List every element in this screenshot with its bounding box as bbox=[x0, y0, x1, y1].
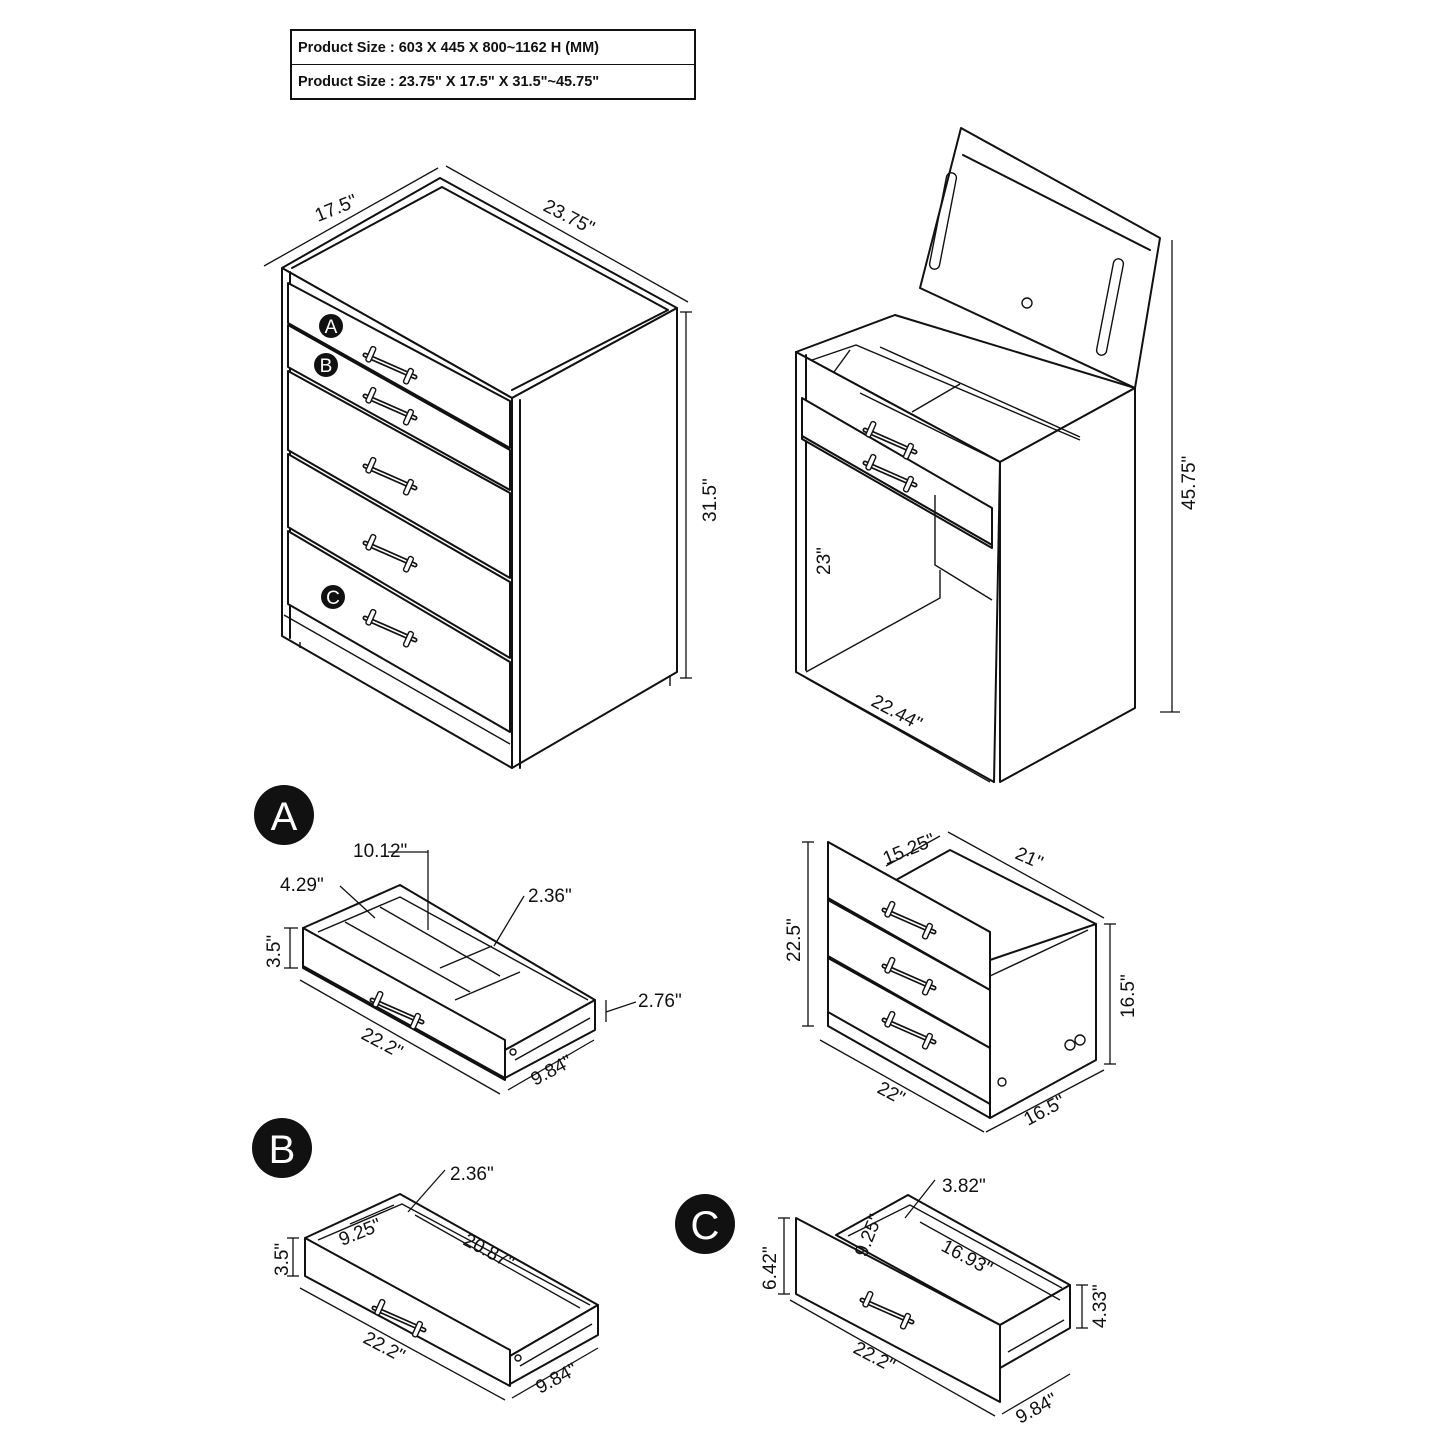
callout-c-small bbox=[321, 585, 345, 609]
dim-a-divider: 2.36" bbox=[528, 886, 572, 907]
dim-knee-height: 23" bbox=[814, 547, 835, 575]
callout-b-small bbox=[314, 353, 338, 377]
dim-a-front: 22.2" bbox=[358, 1024, 406, 1063]
drawer-b-front bbox=[304, 1237, 511, 1387]
dim-ns-height: 22.5" bbox=[784, 918, 805, 962]
callout-a-big: A bbox=[271, 795, 298, 839]
callout-a-small bbox=[319, 314, 343, 338]
dim-c-depth: 9.84" bbox=[1012, 1389, 1060, 1428]
chest-drawing: A B C 17.5" 23.75" 31.5" bbox=[263, 165, 721, 769]
drawer-c-drawing: 3.82" 9.25" 16.93" 6.42" 4.33" 22.2" 9.8… bbox=[760, 1176, 1111, 1428]
dim-main-width: 23.75" bbox=[540, 196, 598, 239]
vanity-side bbox=[999, 387, 1136, 783]
callout-c-big: C bbox=[691, 1204, 720, 1248]
dim-a-side: 2.76" bbox=[638, 991, 682, 1012]
dim-main-height: 31.5" bbox=[700, 478, 721, 522]
dim-vanity-height: 45.75" bbox=[1179, 456, 1200, 510]
drawer-c-front bbox=[795, 1217, 1001, 1403]
callout-a-text: A bbox=[325, 317, 338, 338]
dim-c-side-height: 4.33" bbox=[1090, 1284, 1111, 1328]
callout-b: B bbox=[252, 1118, 312, 1178]
dim-main-depth: 17.5" bbox=[312, 191, 360, 227]
callout-c: C bbox=[675, 1194, 735, 1254]
callout-a: A bbox=[254, 785, 314, 845]
callout-b-text: B bbox=[320, 356, 333, 377]
dim-b-height: 3.5" bbox=[272, 1243, 293, 1276]
drawer-a-drawing: 10.12" 4.29" 2.36" 3.5" 2.76" 22.2" 9.84… bbox=[264, 841, 682, 1095]
dim-ns-front: 22" bbox=[874, 1078, 908, 1110]
dim-b-divider: 2.36" bbox=[450, 1164, 494, 1185]
nightstand-drawing: 15.25" 21" 22.5" 16.5" 22" 16.5" bbox=[784, 830, 1139, 1133]
vanity-drawing: 45.75" 23" 22.44" bbox=[795, 127, 1200, 783]
drawer-b-drawing: 2.36" 9.25" 20.87" 3.5" 22.2" 9.84" bbox=[272, 1164, 599, 1401]
dim-a-length: 10.12" bbox=[353, 841, 407, 862]
dim-c-divider: 3.82" bbox=[942, 1176, 986, 1197]
dim-ns-side-height: 16.5" bbox=[1118, 974, 1139, 1018]
product-size-table: Product Size : 603 X 445 X 800~1162 H (M… bbox=[290, 29, 696, 100]
spec-row-in: Product Size : 23.75" X 17.5" X 31.5"~45… bbox=[290, 64, 696, 100]
dim-a-compartment: 4.29" bbox=[280, 875, 324, 896]
dim-a-height: 3.5" bbox=[264, 935, 285, 968]
callout-b-big: B bbox=[269, 1128, 296, 1172]
dim-c-front-height: 6.42" bbox=[760, 1246, 781, 1290]
spec-in: Product Size : 23.75" X 17.5" X 31.5"~45… bbox=[290, 64, 696, 100]
dim-ns-width: 21" bbox=[1012, 843, 1046, 874]
callout-c-text: C bbox=[326, 588, 340, 609]
